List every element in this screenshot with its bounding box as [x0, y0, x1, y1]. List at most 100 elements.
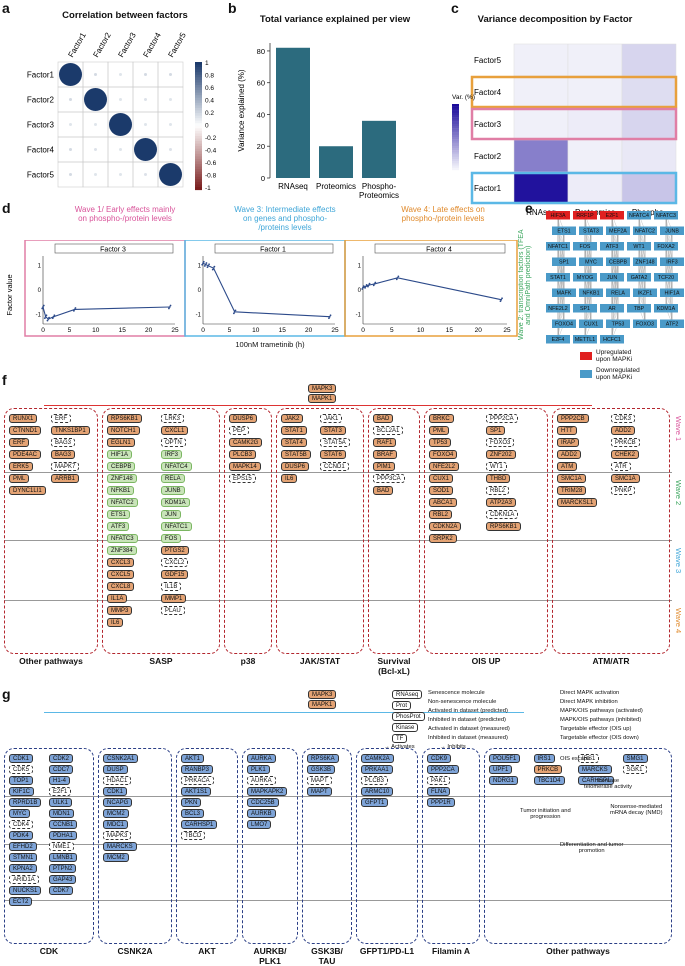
- wave-divider: [4, 844, 672, 845]
- node-gfpt-prkaa1: PRKAA1: [361, 765, 393, 774]
- tf-node-SP1: [552, 257, 576, 266]
- legend-gradient-segment: [452, 130, 459, 133]
- node-sasp-gdf15: GDF15: [161, 570, 189, 579]
- tf-node-label: SP1: [559, 260, 569, 266]
- legend-item-2: Activated in dataset (predicted): [428, 708, 508, 714]
- annotation-2: Tumor initiation and progression: [520, 808, 571, 820]
- data-point: [232, 312, 235, 315]
- node-jak-jak1: JAK1: [320, 414, 343, 423]
- node-ois-abca1: ABCA1: [429, 498, 457, 507]
- tf-node-NFATC2: [633, 226, 657, 235]
- legend-gradient-segment: [452, 134, 459, 138]
- variance-cell: [567, 43, 623, 77]
- legend-type-kinase: Kinase: [392, 723, 419, 732]
- legend-inhibits: → Inhibits: [440, 744, 466, 750]
- colorbar-segment: [195, 92, 202, 96]
- up-legend-swatch: [580, 352, 592, 360]
- corr-circle: [94, 148, 97, 151]
- x-tick-label: 0: [41, 327, 45, 334]
- x-tick-label: 0: [201, 327, 205, 334]
- node-cdk-e2f1: E2F1: [49, 787, 72, 796]
- legend-item-4: Activated in dataset (measured): [428, 726, 510, 732]
- colorbar-segment: [195, 62, 202, 66]
- node-csnk-csnk2a1: CSNK2A1: [103, 754, 139, 763]
- connector-bar: [44, 405, 592, 406]
- y-tick-label: 60: [257, 79, 265, 88]
- variance-cell: [513, 43, 569, 77]
- colorbar-segment: [195, 143, 202, 147]
- pathway-group-label: Survival (Bcl-xL): [377, 656, 411, 676]
- series-line-0: [42, 306, 170, 320]
- tf-node-JUNB: [660, 226, 684, 235]
- x-tick-label: 20: [305, 327, 313, 334]
- node-ois-foxo3: FOXO3: [486, 438, 515, 447]
- node-cdk-cdk1: CDK1: [9, 754, 34, 763]
- legend-gradient-segment: [452, 139, 459, 142]
- y-tick-label: 1: [358, 264, 362, 270]
- node-cdk-mdn1: MDN1: [49, 809, 75, 818]
- data-point: [52, 315, 55, 318]
- tf-node-label: JUNB: [665, 229, 679, 235]
- x-tick-label: 25: [171, 327, 179, 334]
- data-point: [367, 285, 369, 288]
- data-point: [168, 306, 171, 308]
- legend-gradient-segment: [452, 167, 459, 171]
- legend-gradient-segment: [452, 154, 459, 157]
- tf-node-label: NFATC4: [629, 213, 649, 219]
- node-csnk-marcks: MARCKS: [103, 842, 137, 851]
- node-ois-rps6kb1: RPS6KB1: [486, 522, 522, 531]
- variance-cell: [621, 107, 677, 141]
- variance-cell: [567, 139, 623, 173]
- colorbar-tick: -1: [205, 185, 211, 192]
- node-cdk-efhd2: EFHD2: [9, 842, 37, 851]
- tf-node-label: FOXO3: [636, 322, 654, 328]
- node-other-smg1: SMG1: [622, 754, 648, 763]
- node-cdk-arid1a: ARID1A: [9, 875, 39, 884]
- node-cdk-ccnb1: CCNB1: [49, 820, 78, 829]
- tf-node-MYC: [579, 257, 603, 266]
- node-ois-sod1: SOD1: [429, 486, 454, 495]
- tf-node-AR: [600, 304, 624, 313]
- data-point: [397, 275, 400, 278]
- node-gfpt-gfpt1: GFPT1: [361, 798, 389, 807]
- x-tick-label: Proteomics: [316, 182, 356, 191]
- tf-node-RELA: [606, 288, 630, 297]
- pathway-group-label: Other pathways: [19, 656, 83, 666]
- corr-circle: [94, 123, 97, 126]
- tf-node-FOXO3: [633, 319, 657, 328]
- pathway-group-3: [276, 408, 364, 654]
- corr-circle: [144, 73, 147, 76]
- node-sasp-cxcl8: CXCL8: [107, 582, 135, 591]
- tf-node-MEF2A: [606, 226, 630, 235]
- tf-node-label: RRF1P: [576, 213, 594, 219]
- x-tick-label: RNAseq: [278, 182, 308, 191]
- data-point: [202, 260, 205, 263]
- node-cdk-myc: MYC: [9, 809, 31, 818]
- tf-node-STAT3: [579, 226, 603, 235]
- panel-d-letter: d: [2, 200, 11, 216]
- x-tick-label: 5: [228, 327, 232, 334]
- data-point: [207, 264, 210, 267]
- wave-divider: [4, 472, 672, 473]
- tf-node-label: STAT3: [583, 229, 599, 235]
- variance-decomposition-heatmap: Factor5Factor4Factor3Factor2Factor1RNAse…: [452, 43, 678, 216]
- row-label-Factor5: Factor5: [27, 171, 55, 180]
- bar-1: [319, 146, 353, 178]
- tf-node-label: TCF20: [658, 275, 674, 281]
- node-survival-pim1: PIM1: [373, 462, 396, 471]
- annotation-1: Increase telomerase activity: [584, 778, 633, 790]
- down-legend-swatch: [580, 370, 592, 378]
- series-line-2: [362, 277, 502, 301]
- legend-type-phosprot: PhosProt: [392, 712, 425, 721]
- node-sasp-cxcl1: CXCL1: [161, 426, 189, 435]
- tf-node-label: IKZF1: [638, 291, 652, 297]
- plot-title-2: Factor 4: [426, 247, 452, 254]
- node-cdk-kpna2: KPNA2: [9, 864, 37, 873]
- data-point: [45, 314, 48, 317]
- colorbar-segment: [195, 95, 202, 99]
- node-other-ctnnd1: CTNND1: [9, 426, 42, 435]
- legend-gradient-segment: [452, 141, 459, 144]
